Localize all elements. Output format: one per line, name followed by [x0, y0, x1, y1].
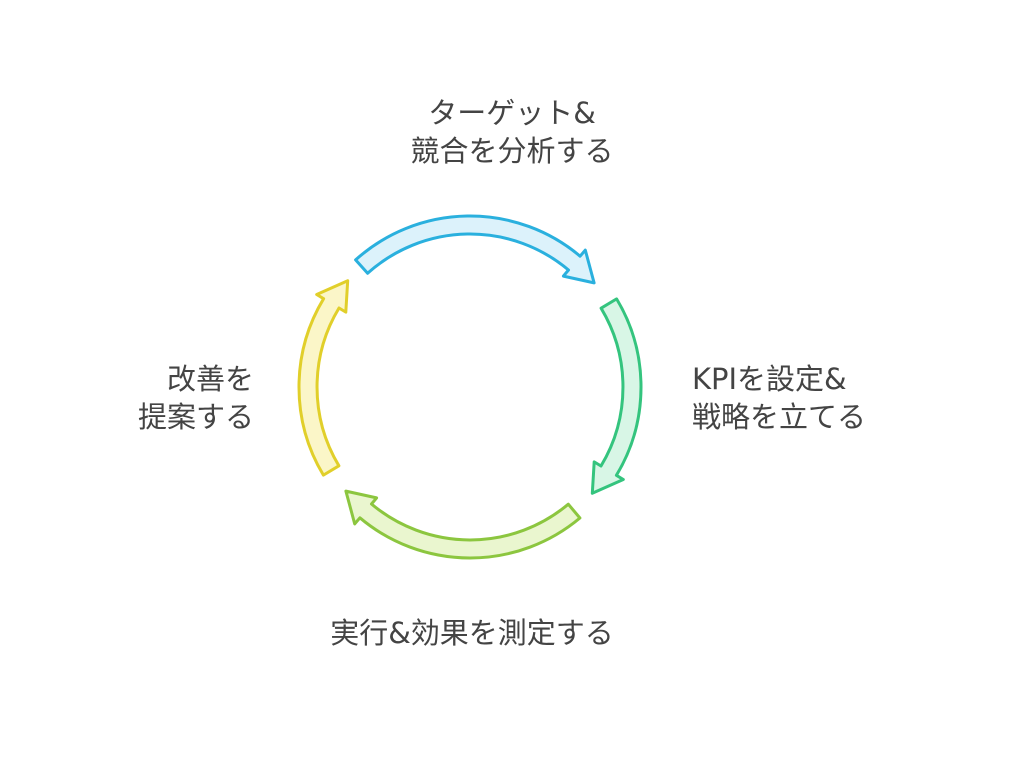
step-label-line: 戦略を立てる — [692, 400, 867, 434]
arrow-improve — [297, 279, 350, 477]
arrow-analyze — [354, 214, 596, 285]
step-label-line: 競合を分析する — [410, 134, 614, 168]
step-label-analyze: ターゲット& 競合を分析する — [312, 94, 712, 170]
arrow-execute — [344, 489, 582, 560]
step-label-line: 実行&効果を測定する — [330, 616, 614, 650]
step-label-line: 改善を — [166, 362, 254, 396]
step-label-line: KPIを設定& — [692, 362, 847, 396]
step-label-line: ターゲット& — [428, 96, 596, 130]
step-label-execute: 実行&効果を測定する — [272, 614, 672, 652]
step-label-strategy: KPIを設定& 戦略を立てる — [692, 360, 866, 436]
step-label-improve: 改善を 提案する — [30, 360, 254, 436]
step-label-line: 提案する — [137, 400, 254, 434]
arrow-strategy — [590, 297, 643, 495]
